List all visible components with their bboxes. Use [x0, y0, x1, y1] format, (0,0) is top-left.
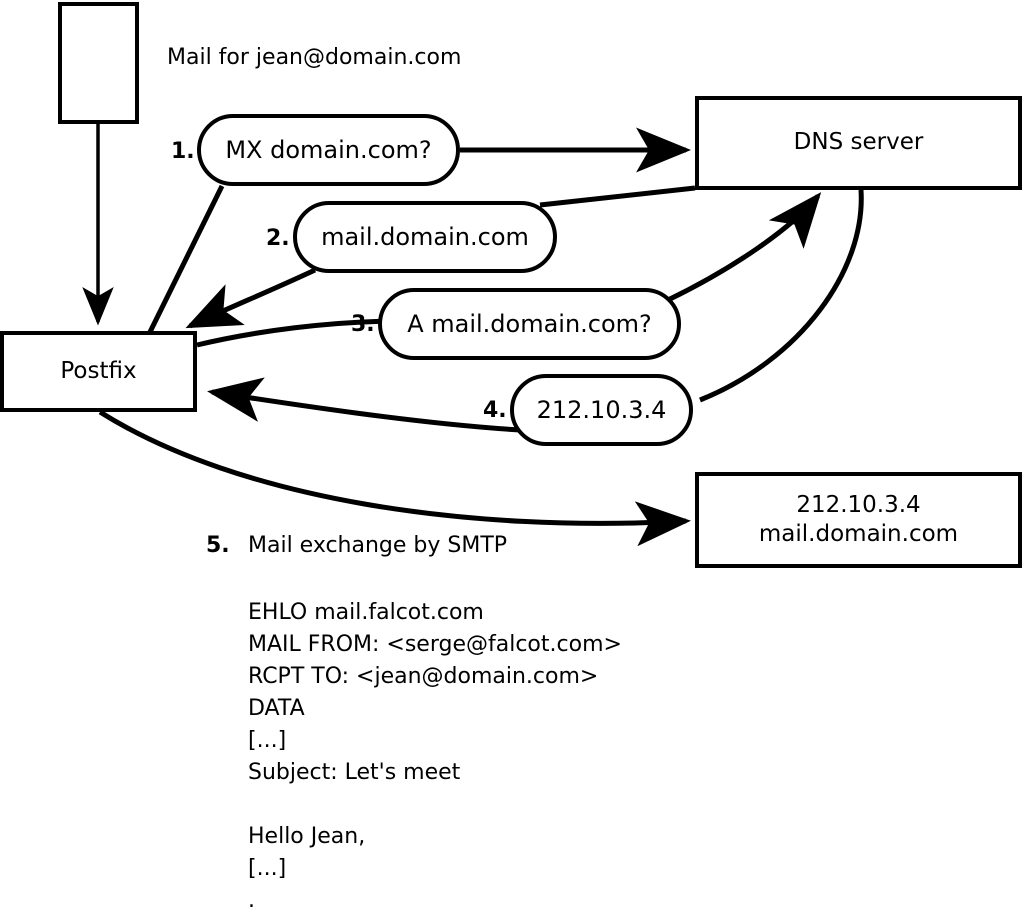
step-5-number: 5.: [206, 533, 230, 558]
node-sender: [58, 2, 139, 124]
step-4-label: 212.10.3.4: [536, 396, 667, 424]
node-dns-server: DNS server: [695, 96, 1022, 190]
node-target-mail-server: 212.10.3.4 mail.domain.com: [695, 472, 1022, 568]
smtp-transcript: EHLO mail.falcot.com MAIL FROM: <serge@f…: [248, 600, 622, 913]
edge-dns-to-step4: [699, 189, 864, 403]
step-2-bubble: mail.domain.com: [293, 201, 557, 273]
step-4-bubble: 212.10.3.4: [510, 374, 693, 446]
step-1-number: 1.: [171, 139, 195, 164]
edge-postfix-to-target: [98, 409, 691, 547]
node-target-hostname: mail.domain.com: [758, 521, 959, 547]
step-1-bubble: MX domain.com?: [197, 114, 460, 186]
edge-postfix-to-step3: [196, 318, 393, 348]
step-3-label: A mail.domain.com?: [407, 310, 652, 338]
node-target-ip: 212.10.3.4: [796, 491, 921, 518]
step-3-number: 3.: [351, 312, 375, 337]
node-postfix: Postfix: [0, 331, 197, 412]
mail-for-note: Mail for jean@domain.com: [167, 45, 462, 70]
edge-dns-to-step2: [539, 185, 696, 208]
step-4-number: 4.: [483, 398, 507, 423]
step-2-number: 2.: [266, 226, 290, 251]
node-postfix-label: Postfix: [60, 357, 137, 384]
step-3-bubble: A mail.domain.com?: [378, 288, 681, 360]
node-dns-server-label: DNS server: [793, 129, 924, 156]
step-2-label: mail.domain.com: [321, 223, 529, 251]
edge-step3-to-dns: [666, 192, 822, 303]
step-1-label: MX domain.com?: [225, 136, 432, 164]
edge-step2-to-postfix: [185, 267, 317, 329]
edge-postfix-to-step1: [147, 184, 225, 334]
edge-step4-to-postfix: [207, 377, 521, 433]
step-5-label: Mail exchange by SMTP: [248, 533, 508, 558]
